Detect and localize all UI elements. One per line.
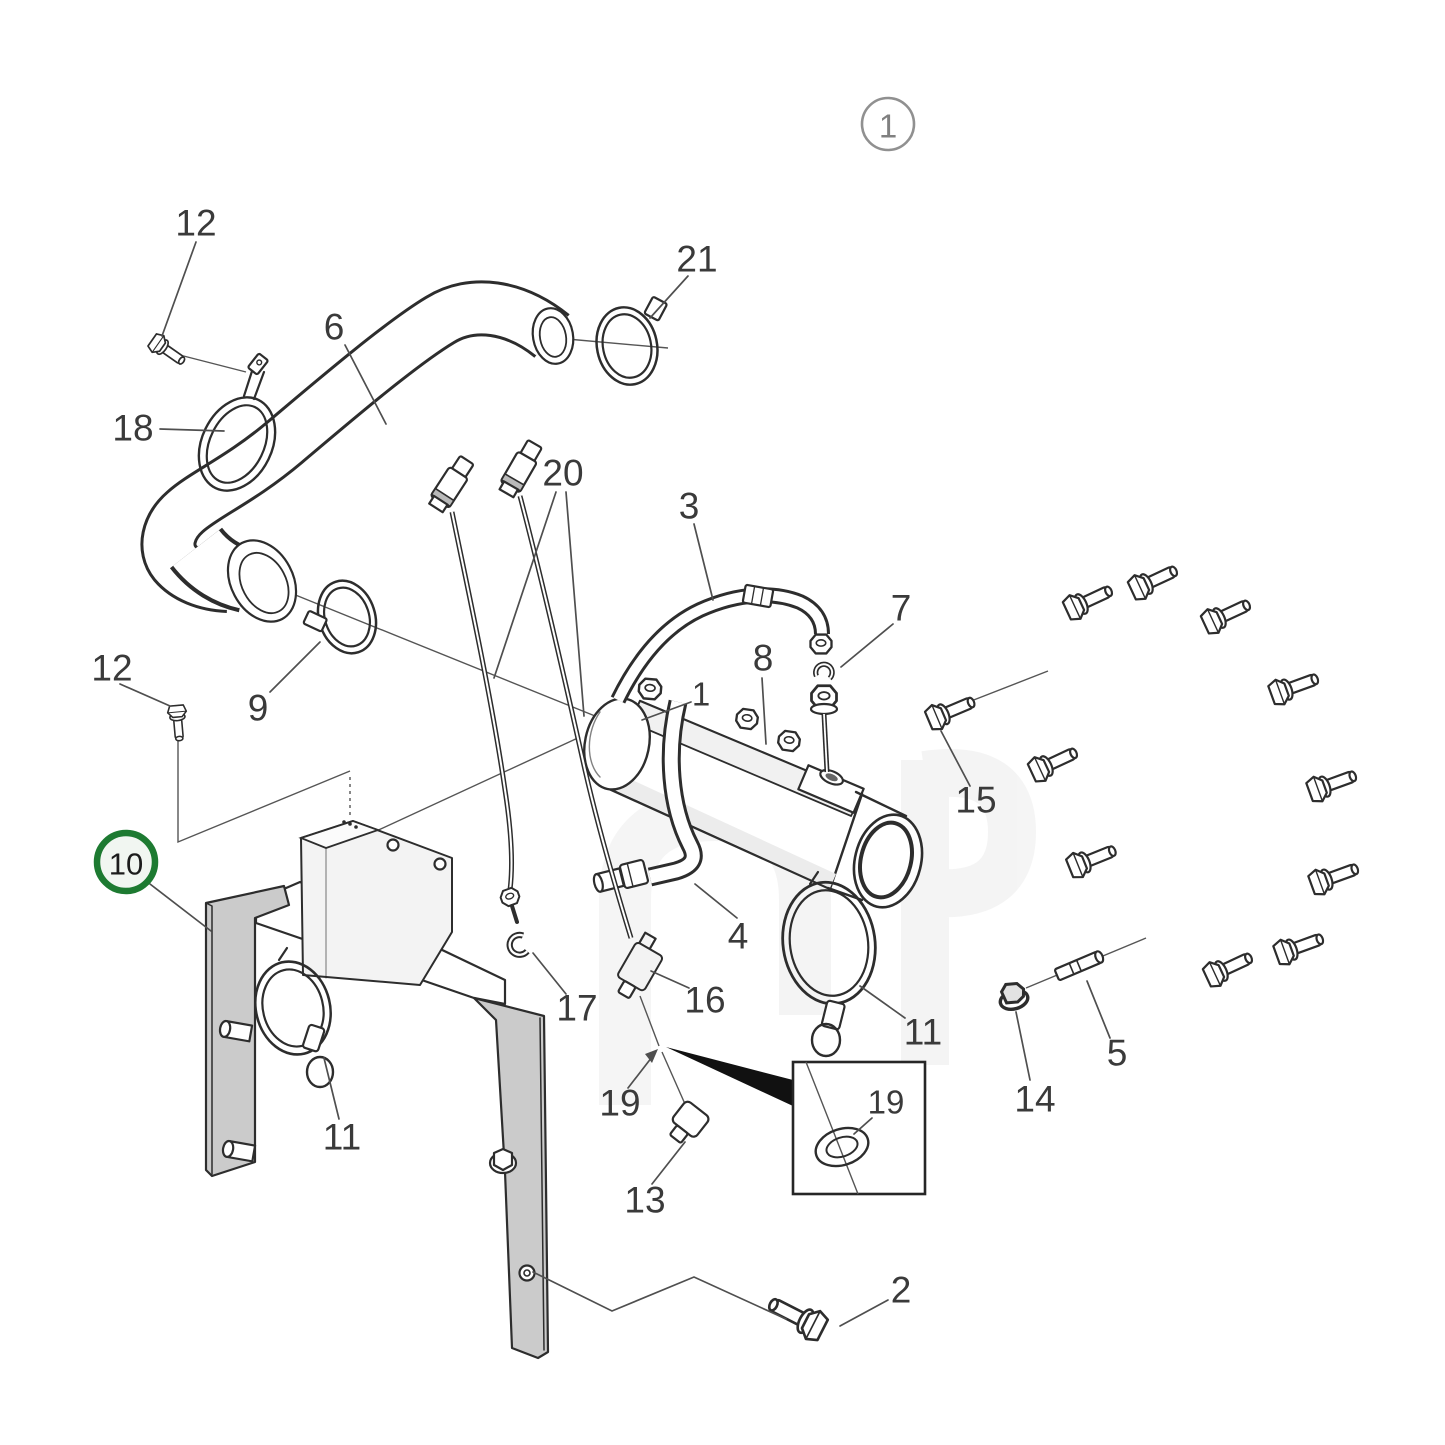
callout-2: 2 (891, 1270, 912, 1311)
connector-13 (669, 1100, 710, 1144)
hose-clamp-11-left (254, 946, 335, 1089)
callout-14: 14 (1014, 1079, 1055, 1120)
p-clamp-18 (197, 352, 277, 492)
callout-5: 5 (1107, 1033, 1128, 1074)
callout-11-left: 11 (323, 1117, 361, 1158)
callout-3: 3 (679, 486, 700, 527)
callout-labels: 1 12 6 21 18 20 3 12 9 7 8 1 15 4 17 16 … (91, 96, 1128, 1311)
coolant-hose-6 (140, 280, 575, 623)
callout-18: 18 (112, 408, 153, 449)
callout-7: 7 (891, 588, 912, 629)
flange-bolt-12-top (145, 330, 191, 372)
assembly-reference-label: 1 (879, 108, 897, 145)
bolt-2 (761, 1287, 832, 1346)
callout-13: 13 (624, 1180, 665, 1221)
callout-4: 4 (728, 916, 749, 957)
bracket-pin (218, 1019, 254, 1043)
fastener-field (761, 557, 1364, 1346)
callout-21: 21 (676, 239, 717, 280)
hose-3 (610, 583, 830, 704)
callout-1-part: 1 (692, 676, 710, 713)
hose-clamp-21 (595, 296, 668, 386)
callout-9: 9 (248, 688, 269, 729)
callout-12-top: 12 (175, 203, 216, 244)
leader-lines (119, 241, 1111, 1327)
bracket-bolt-head (488, 1147, 518, 1175)
sensor-16 (617, 931, 664, 999)
highlighted-callout-label: 10 (109, 847, 143, 882)
fitting-7 (809, 633, 839, 773)
bolt-15 (922, 688, 980, 734)
hose-4 (592, 699, 703, 893)
callout-11-right: 11 (904, 1012, 942, 1053)
callout-19: 19 (599, 1083, 640, 1124)
stud-5 (1054, 950, 1105, 981)
bracket-pin (221, 1139, 257, 1163)
callout-16: 16 (684, 980, 725, 1021)
mounting-bracket (204, 820, 550, 1360)
detail-pointer-wedge (666, 1047, 793, 1106)
highlighted-callout-10[interactable]: 10 (93, 829, 159, 895)
callout-6: 6 (324, 307, 345, 348)
callout-12-mid: 12 (91, 648, 132, 689)
callout-19-inset: 19 (868, 1084, 905, 1121)
retaining-clip-17 (507, 934, 527, 957)
callout-20: 20 (542, 453, 583, 494)
callout-15: 15 (955, 780, 996, 821)
flange-bolt-12-mid (166, 703, 190, 743)
detail-inset-box (791, 1060, 927, 1196)
callout-8: 8 (753, 638, 774, 679)
callout-17: 17 (556, 988, 597, 1029)
flange-nut-14 (998, 982, 1030, 1011)
hose-clamp-11-right (781, 870, 877, 1058)
assembly-reference-circle[interactable]: 1 (860, 96, 916, 152)
hose-clamp-9 (302, 579, 378, 655)
sensor-wires-20 (425, 437, 634, 957)
